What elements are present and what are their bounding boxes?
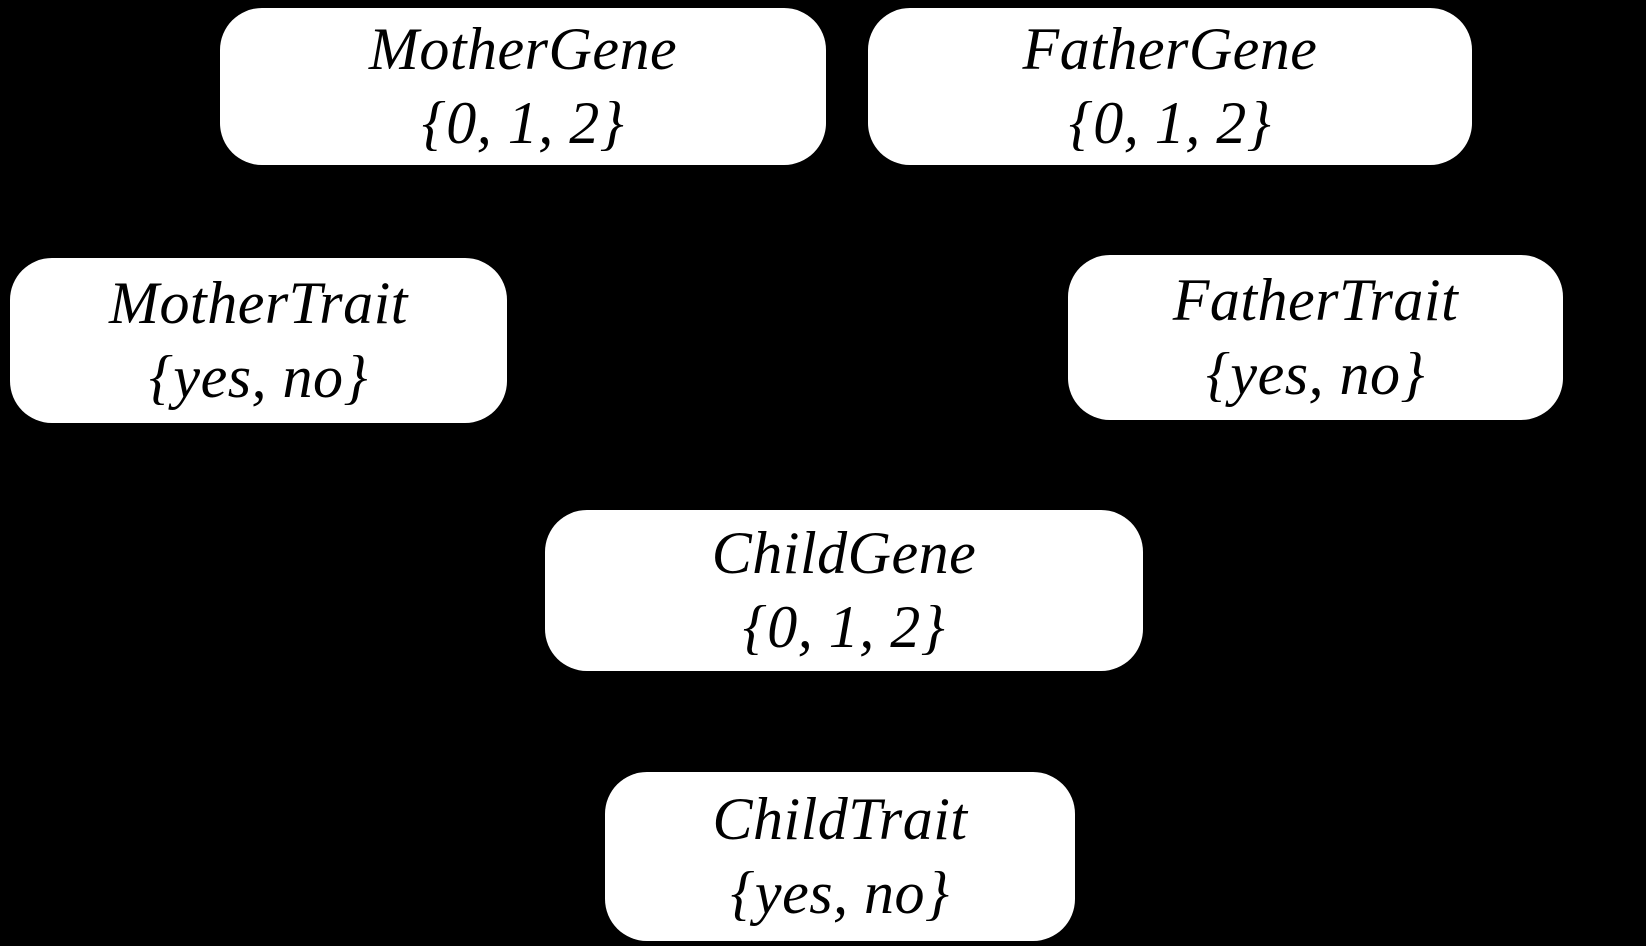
node-father-gene-name: FatherGene xyxy=(1022,16,1318,83)
node-mother-trait: MotherTrait {yes, no} xyxy=(10,258,507,423)
node-child-trait: ChildTrait {yes, no} xyxy=(605,772,1075,941)
node-child-trait-values: {yes, no} xyxy=(730,859,950,926)
node-father-trait-name: FatherTrait xyxy=(1172,267,1459,334)
node-child-trait-name: ChildTrait xyxy=(712,786,968,853)
node-mother-gene-values: {0, 1, 2} xyxy=(421,89,625,156)
node-child-gene-values: {0, 1, 2} xyxy=(742,593,946,660)
node-father-gene: FatherGene {0, 1, 2} xyxy=(868,8,1472,165)
node-mother-gene: MotherGene {0, 1, 2} xyxy=(220,8,826,165)
node-mother-trait-values: {yes, no} xyxy=(148,343,369,410)
node-father-gene-values: {0, 1, 2} xyxy=(1068,89,1272,156)
node-father-trait-values: {yes, no} xyxy=(1205,340,1426,407)
node-child-gene: ChildGene {0, 1, 2} xyxy=(545,510,1143,671)
node-mother-gene-name: MotherGene xyxy=(368,16,678,83)
node-father-trait: FatherTrait {yes, no} xyxy=(1068,255,1563,420)
node-mother-trait-name: MotherTrait xyxy=(109,270,408,337)
node-child-gene-name: ChildGene xyxy=(711,520,977,587)
